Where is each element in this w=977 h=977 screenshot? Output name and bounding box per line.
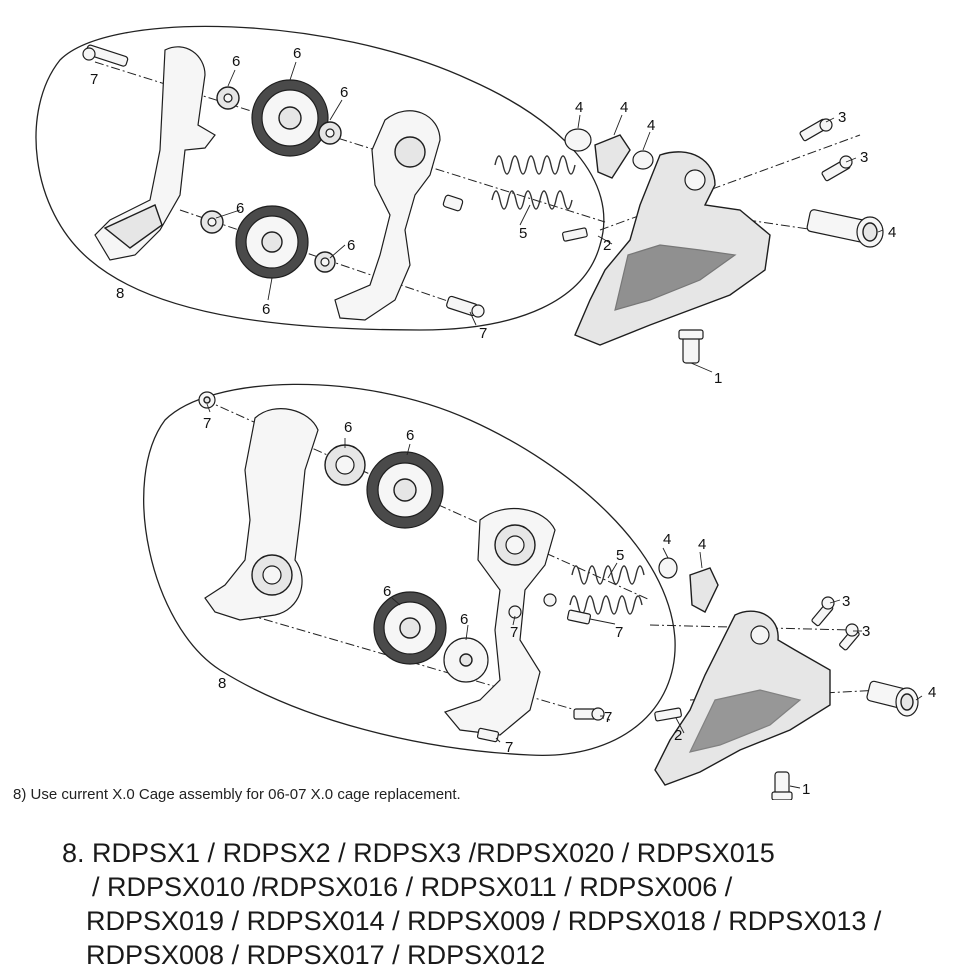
bottom-bolt-1: [771, 771, 793, 800]
label-top-6c: 6: [340, 84, 348, 101]
label-top-4c: 4: [647, 117, 655, 134]
label-top-2: 2: [603, 237, 611, 254]
label-top-3a: 3: [838, 109, 846, 126]
bottom-bushing-4b: [689, 567, 719, 613]
label-bottom-4c: 4: [928, 684, 936, 701]
label-bottom-6b: 6: [406, 427, 414, 444]
bottom-bolt-7a: [198, 391, 216, 409]
top-bolt-7a: [82, 44, 129, 67]
bottom-pivot-bolt-4c: [866, 680, 919, 717]
top-outer-cage-plate: [94, 46, 216, 261]
label-top-4b: 4: [620, 99, 628, 116]
top-upper-pulley: [251, 79, 329, 157]
label-bottom-6c: 6: [383, 583, 391, 600]
label-top-6d: 6: [236, 200, 244, 217]
label-top-6e: 6: [347, 237, 355, 254]
top-screw-3b: [821, 155, 853, 182]
label-bottom-7a: 7: [203, 415, 211, 432]
part-number-line: / RDPSX010 /RDPSX016 / RDPSX011 / RDPSX0…: [92, 872, 733, 902]
label-bottom-3b: 3: [862, 623, 870, 640]
bottom-upper-pulley: [366, 451, 444, 529]
top-screw-3a: [799, 118, 833, 142]
label-bottom-2: 2: [674, 727, 682, 744]
label-bottom-4a: 4: [663, 531, 671, 548]
bottom-spring-5: [569, 565, 645, 615]
label-top-6f: 6: [262, 301, 270, 318]
label-top-3b: 3: [860, 149, 868, 166]
label-bottom-6a: 6: [344, 419, 352, 436]
top-assembly: 7 6 6 6 4 4 4 3 3 5 2 4 6 6 6 8 7 1: [35, 25, 896, 387]
top-oring-4c: [632, 150, 654, 170]
bottom-washer-6d: [443, 637, 489, 683]
bottom-inner-cage-plate: [443, 507, 556, 736]
label-top-1: 1: [714, 370, 722, 387]
part-number-line: RDPSX019 / RDPSX014 / RDPSX009 / RDPSX01…: [86, 906, 882, 936]
label-top-6a: 6: [232, 53, 240, 70]
part-number-line: 8. RDPSX1 / RDPSX2 / RDPSX3 /RDPSX020 / …: [62, 838, 775, 868]
label-bottom-7c: 7: [615, 624, 623, 641]
bottom-oring-4a: [658, 557, 678, 579]
bottom-lower-pulley: [373, 591, 447, 665]
exploded-parts-diagram: 7 6 6 6 4 4 4 3 3 5 2 4 6 6 6 8 7 1: [35, 25, 936, 800]
bottom-screw-3a: [811, 596, 835, 627]
label-bottom-5: 5: [616, 547, 624, 564]
label-bottom-1: 1: [802, 781, 810, 798]
top-cage-outline: [35, 25, 605, 331]
bottom-assembly: 7 6 6 4 4 5 3 3 7 7 6 6 8 4 2 7 7 1: [143, 383, 936, 800]
label-top-7b: 7: [479, 325, 487, 342]
top-bolt-7b: [446, 295, 485, 318]
top-bushing-4b: [594, 134, 631, 179]
label-top-8: 8: [116, 285, 124, 302]
bottom-bolt-7e: [476, 727, 500, 743]
part-number-line: RDPSX008 / RDPSX017 / RDPSX012: [86, 940, 546, 970]
top-pivot-bolt-4d: [806, 209, 884, 248]
label-bottom-7e: 7: [505, 739, 513, 756]
label-bottom-7d: 7: [604, 709, 612, 726]
footnote: 8) Use current X.0 Cage assembly for 06-…: [13, 786, 461, 803]
part-number-list: 8. RDPSX1 / RDPSX2 / RDPSX3 /RDPSX020 / …: [62, 836, 962, 972]
bottom-bolt-7d: [573, 707, 605, 721]
bottom-washer-6a: [324, 444, 366, 486]
label-top-4a: 4: [575, 99, 583, 116]
top-lower-pulley: [235, 205, 309, 279]
label-bottom-8: 8: [218, 675, 226, 692]
label-bottom-4b: 4: [698, 536, 706, 553]
bottom-screw-3b: [839, 623, 860, 651]
label-top-7a: 7: [90, 71, 98, 88]
top-bolt-1: [678, 329, 704, 364]
label-top-4d: 4: [888, 224, 896, 241]
label-bottom-3a: 3: [842, 593, 850, 610]
label-bottom-7b: 7: [510, 624, 518, 641]
label-bottom-6d: 6: [460, 611, 468, 628]
label-top-6b: 6: [293, 45, 301, 62]
top-spring-5: [491, 155, 576, 210]
top-oring-4a: [564, 128, 592, 152]
label-top-5: 5: [519, 225, 527, 242]
bottom-cage-outline: [143, 383, 676, 756]
